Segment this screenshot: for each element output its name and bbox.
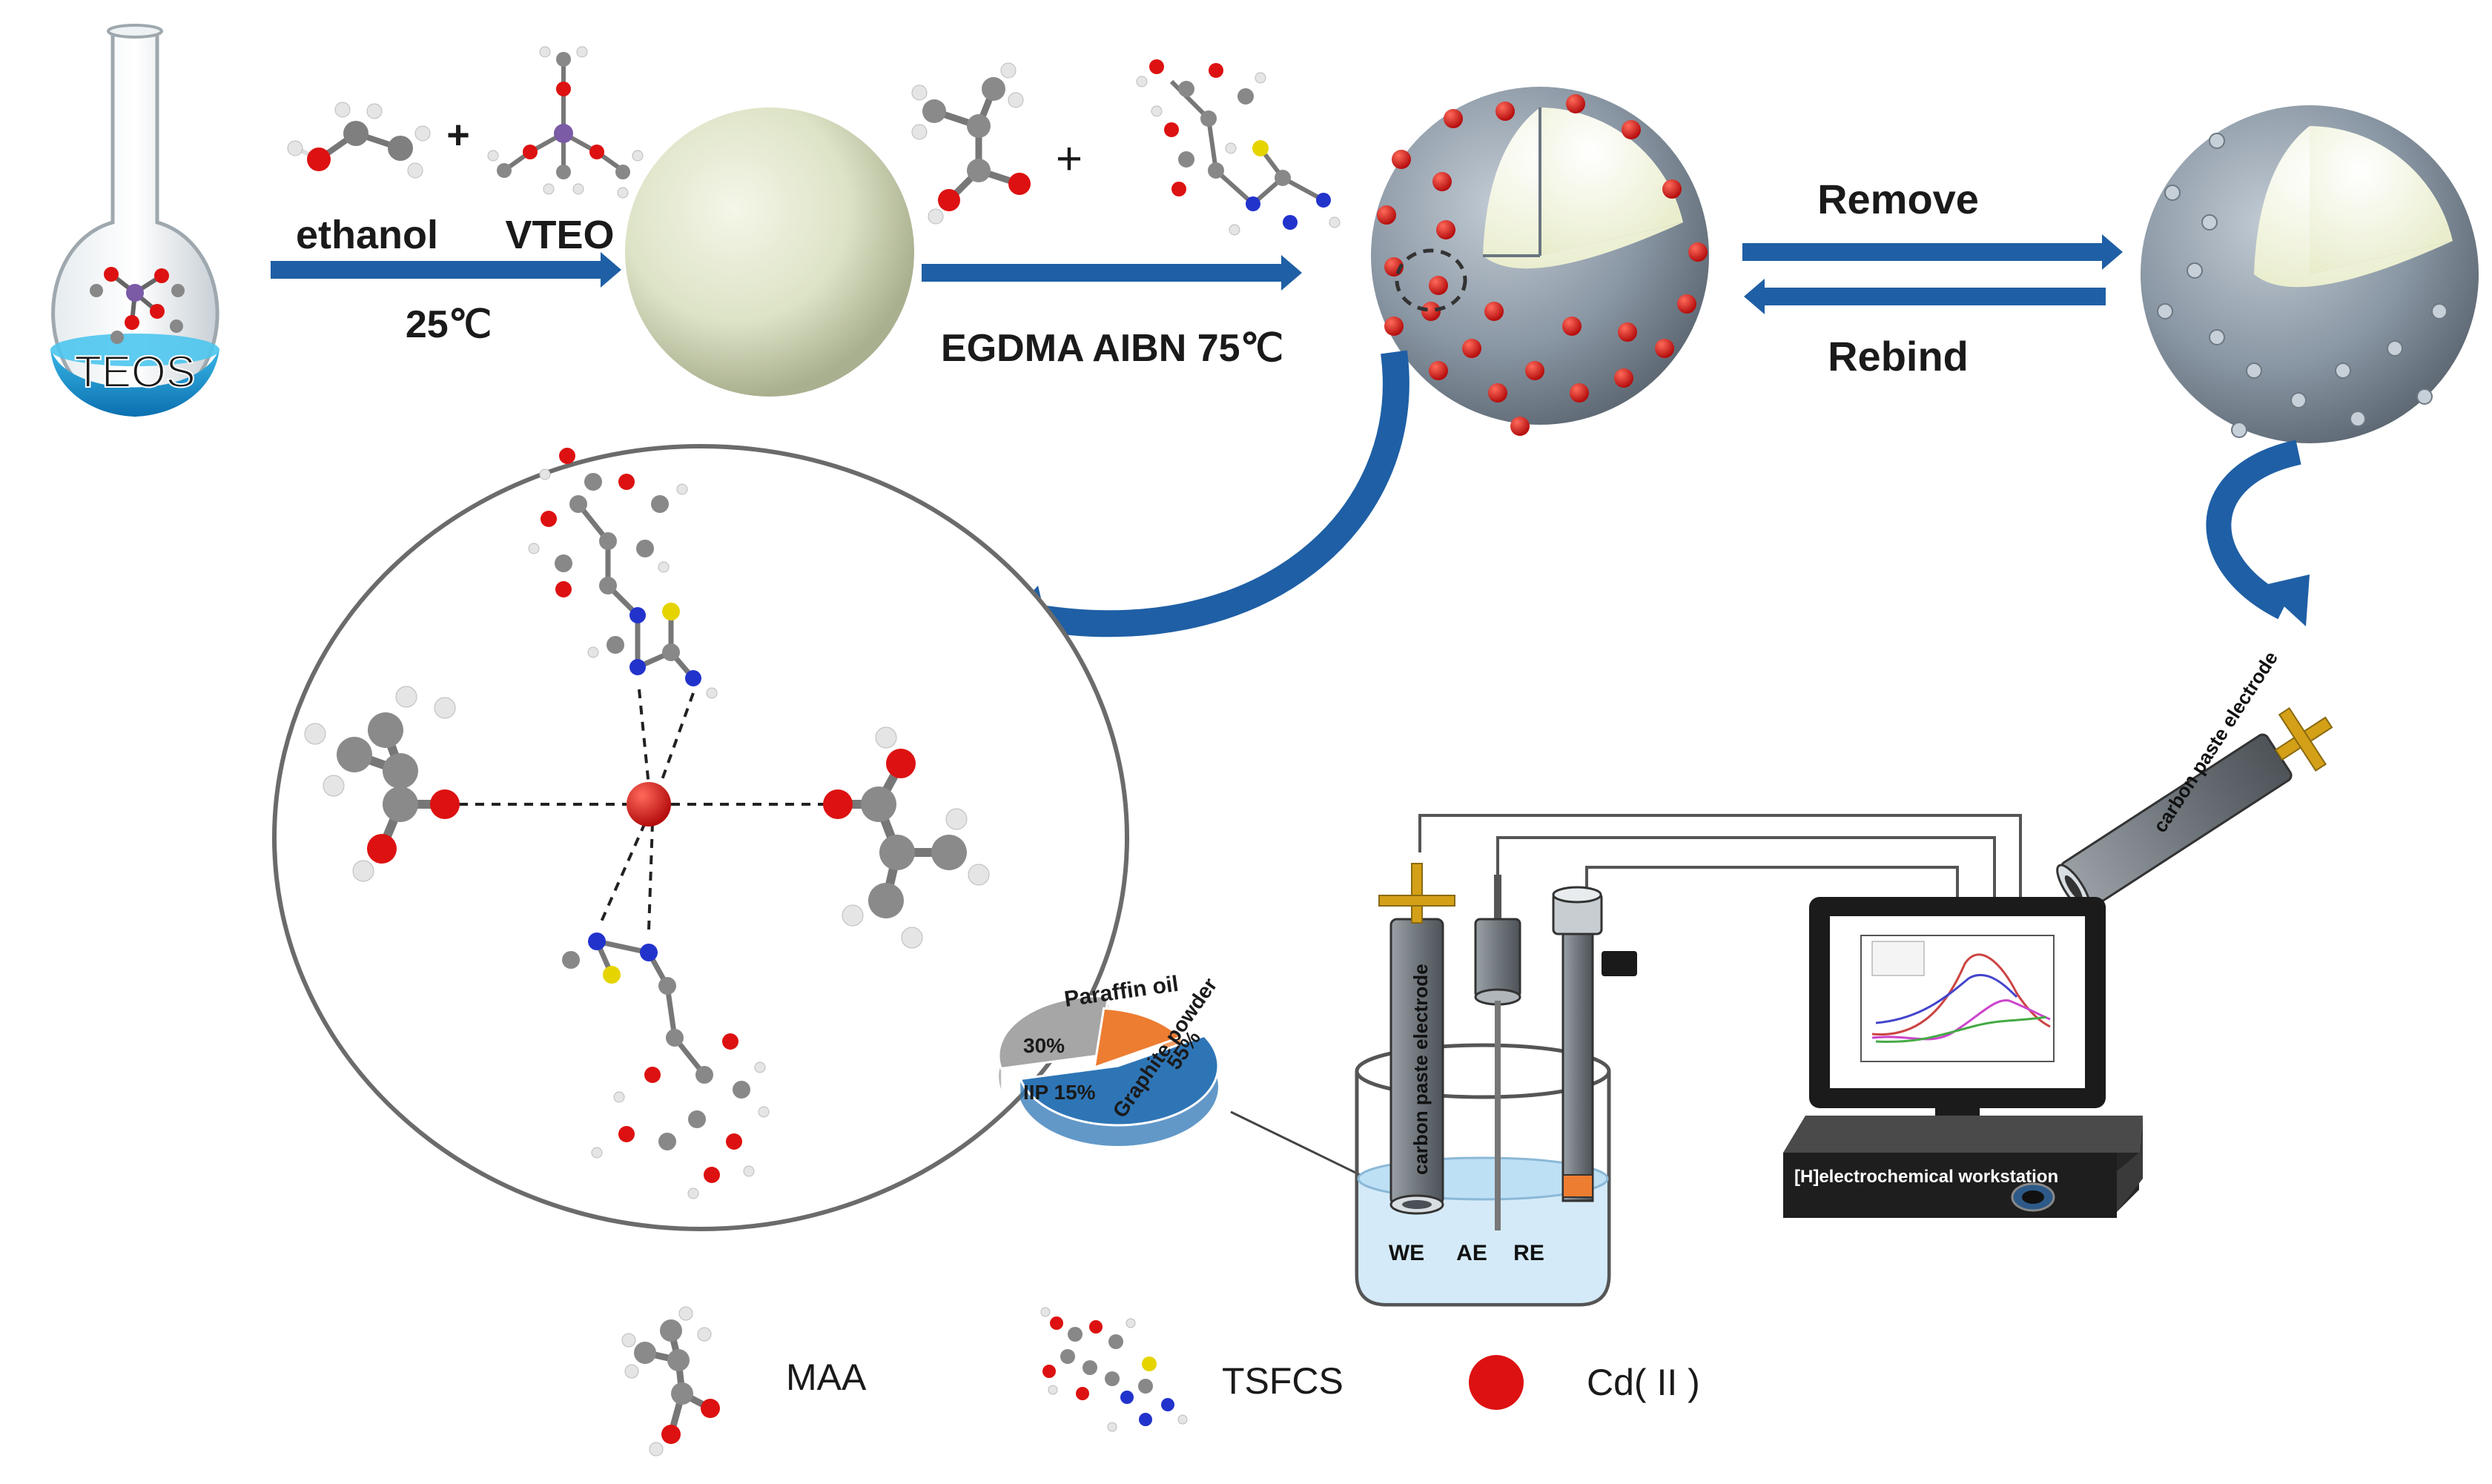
cv-plot-thumbnail [1860, 935, 2055, 1062]
pie-slice-iip [1093, 1007, 1183, 1070]
pie-slice-paraffin [997, 995, 1110, 1070]
composition-pie-chart [997, 995, 1220, 1146]
zoom-circle [272, 444, 1129, 1231]
to-electrode-curved-arrow [2206, 440, 2310, 626]
workstation-label: [H]electrochemical workstation [1794, 1167, 2058, 1187]
we-label: WE [1389, 1241, 1424, 1265]
legend-tsfcs-label: TSFCS [1222, 1360, 1344, 1402]
ethanol-label: ethanol [296, 213, 438, 257]
carbon-paste-electrode-tilted [2056, 707, 2333, 912]
pie-slice-graphite [1019, 1034, 1220, 1127]
vteo-label: VTEO [505, 213, 614, 257]
teos-molecule-icon [90, 267, 185, 344]
legend-cd-icon [1469, 1355, 1524, 1410]
tsfcs-bottom-molecule-icon [562, 933, 770, 1199]
step2-label: EGDMA AIBN 75℃ [941, 327, 1283, 370]
maa-right-molecule-icon [823, 726, 990, 949]
template-removed-particle [2141, 105, 2479, 443]
vteo-molecule-icon [487, 46, 644, 199]
cd-ion-center [627, 782, 671, 827]
zoom-curved-arrow [994, 350, 1409, 649]
legend-cd-label: Cd( II ) [1587, 1362, 1700, 1403]
maa-left-molecule-icon [304, 686, 460, 882]
maa-molecule-top-icon [911, 62, 1031, 225]
ethanol-molecule-icon [287, 102, 431, 179]
wire-connections [1418, 814, 2022, 898]
tsfcs-molecule-top-icon [1136, 59, 1341, 236]
rebind-arrow [1744, 279, 2106, 314]
coordination-bonds [443, 689, 834, 931]
pie-label-iip: IIP 15% [1023, 1081, 1096, 1104]
temp-label-1: 25℃ [406, 303, 492, 346]
teos-flask [50, 24, 219, 417]
silica-sphere [625, 107, 914, 397]
auxiliary-electrode [1474, 875, 1521, 1230]
plus-sign-1: + [446, 113, 470, 157]
ae-label: AE [1456, 1241, 1487, 1265]
plus-sign-2: + [1056, 133, 1083, 185]
tsfcs-top-molecule-icon [528, 448, 718, 699]
legend-maa-icon [621, 1306, 720, 1457]
teos-label: TEOS [74, 347, 195, 397]
we-electrode-label: carbon paste electrode [1409, 964, 1432, 1175]
arrow-step-2 [922, 255, 1302, 291]
remove-label: Remove [1817, 176, 1979, 222]
reference-electrode [1552, 886, 1637, 1202]
arrow-step-1 [271, 252, 621, 288]
legend-tsfcs-icon [1040, 1307, 1188, 1432]
imprinted-particle [1371, 87, 1709, 436]
pie-label-paraffin-pct: 30% [1023, 1034, 1065, 1057]
remove-arrow [1742, 234, 2123, 270]
re-label: RE [1513, 1241, 1544, 1265]
legend-maa-label: MAA [786, 1357, 867, 1398]
pie-leader-line [1230, 1110, 1376, 1184]
working-electrode [1378, 863, 1455, 1215]
rebind-label: Rebind [1828, 333, 1969, 380]
